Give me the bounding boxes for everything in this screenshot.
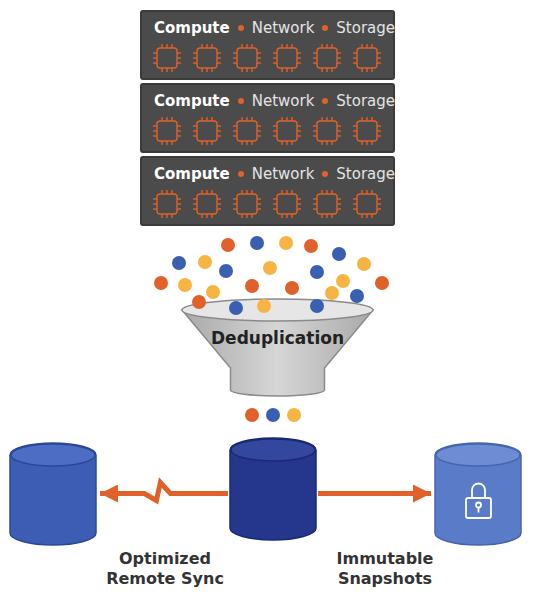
rack-label-row: ComputeNetworkStorage	[154, 164, 395, 184]
data-dot	[172, 256, 186, 270]
cylinder-body	[435, 443, 521, 545]
chip-icon	[353, 190, 381, 218]
chip-icon	[353, 44, 381, 72]
chip-icon	[193, 117, 221, 145]
edge-label: Optimized Remote Sync	[100, 549, 230, 589]
chip-icon	[273, 44, 301, 72]
chip-icon	[153, 117, 181, 145]
cylinder-shape	[10, 443, 96, 545]
rack-label: Compute	[154, 18, 230, 38]
chip-icon	[233, 117, 261, 145]
rack-label: Compute	[154, 164, 230, 184]
rack-label-row: ComputeNetworkStorage	[154, 18, 395, 38]
cylinder-top	[231, 439, 315, 461]
data-dot	[310, 299, 324, 313]
data-dot	[219, 264, 233, 278]
chip-icon	[153, 190, 181, 218]
chip-icon	[153, 44, 181, 72]
data-dot	[279, 236, 293, 250]
data-dot	[206, 285, 220, 299]
storage-cylinder	[10, 443, 96, 545]
data-dot	[250, 236, 264, 250]
cylinder-top	[436, 444, 520, 466]
data-dot	[332, 247, 346, 261]
flow-arrow	[100, 483, 228, 501]
rack-label: Network	[230, 91, 315, 111]
chip-icon	[233, 44, 261, 72]
chip-icon	[193, 190, 221, 218]
data-dot	[287, 408, 301, 422]
chip-icon	[353, 117, 381, 145]
data-dot	[325, 286, 339, 300]
dedup-funnel: Deduplication	[180, 298, 375, 398]
data-dots	[154, 236, 389, 315]
rack-label-row: ComputeNetworkStorage	[154, 91, 395, 111]
data-dot	[310, 265, 324, 279]
data-dot	[154, 276, 168, 290]
data-dot	[245, 279, 259, 293]
cylinder-body	[10, 443, 96, 545]
data-dot	[336, 274, 350, 288]
chip-icon	[313, 190, 341, 218]
flow-arrow	[318, 491, 431, 496]
server-rack: ComputeNetworkStorage	[140, 83, 395, 153]
storage-cylinder	[435, 443, 521, 545]
lock-body	[466, 498, 491, 518]
rack-label: Compute	[154, 91, 230, 111]
chip-icon	[193, 44, 221, 72]
funnel-shape	[180, 298, 375, 398]
deduplicated-dots	[245, 408, 301, 422]
chip-icon	[313, 44, 341, 72]
cylinder-body	[230, 438, 316, 540]
rack-label: Storage	[314, 91, 395, 111]
lock-shackle	[472, 484, 485, 498]
data-dot	[198, 255, 212, 269]
data-dot	[350, 289, 364, 303]
chip-icons	[153, 44, 381, 218]
data-dot	[375, 276, 389, 290]
data-dot	[357, 257, 371, 271]
edge-label: Immutable Snapshots	[320, 549, 450, 589]
data-dot	[263, 261, 277, 275]
data-dot	[285, 281, 299, 295]
rack-label: Storage	[314, 18, 395, 38]
data-dot	[229, 301, 243, 315]
node-label: Deduplication	[180, 328, 375, 348]
rack-label: Network	[230, 164, 315, 184]
data-dot	[221, 238, 235, 252]
data-dot	[245, 408, 259, 422]
funnel-rim	[182, 299, 373, 321]
data-dot	[304, 239, 318, 253]
data-dot	[266, 408, 280, 422]
cylinder-top	[11, 444, 95, 466]
chip-icon	[233, 190, 261, 218]
rack-label: Network	[230, 18, 315, 38]
storage-cylinder	[230, 438, 316, 540]
cylinder-shape	[230, 438, 316, 540]
data-dot	[192, 295, 206, 309]
data-dot	[257, 299, 271, 313]
chip-icon	[273, 190, 301, 218]
rack-label: Storage	[314, 164, 395, 184]
server-rack: ComputeNetworkStorage	[140, 156, 395, 226]
chip-icon	[273, 117, 301, 145]
data-dot	[178, 278, 192, 292]
lock-keyhole	[476, 503, 481, 508]
lock-icon	[466, 484, 491, 518]
server-rack: ComputeNetworkStorage	[140, 10, 395, 80]
lock-keyhole	[478, 508, 480, 513]
chip-icon	[313, 117, 341, 145]
funnel-body	[182, 310, 373, 396]
cylinder-shape	[435, 443, 521, 545]
